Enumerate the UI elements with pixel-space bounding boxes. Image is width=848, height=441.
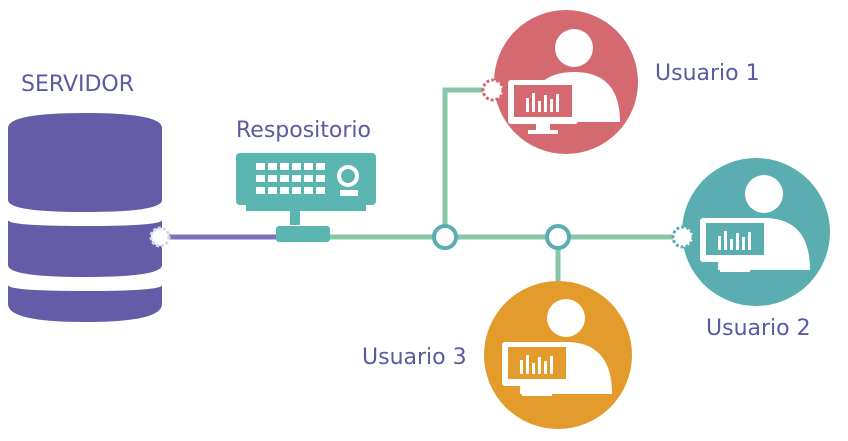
- junction-node-user3: [545, 224, 571, 250]
- server-port-node: [149, 226, 171, 248]
- user2-port-node: [671, 225, 695, 249]
- user3-avatar-icon: [484, 281, 632, 429]
- user3-label: Usuario 3: [362, 345, 467, 370]
- user1-port-node: [481, 78, 505, 102]
- server-label: SERVIDOR: [21, 72, 135, 97]
- repository-label: Respositorio: [236, 118, 371, 143]
- junction-node-user1: [432, 224, 458, 250]
- user2-label: Usuario 2: [706, 316, 811, 341]
- user1-branch-line: [442, 87, 493, 237]
- repository-device-icon: [236, 153, 376, 242]
- server-database-icon: [8, 113, 162, 322]
- user1-avatar-icon: [494, 10, 638, 154]
- user1-label: Usuario 1: [655, 61, 760, 86]
- user2-avatar-icon: [682, 158, 830, 306]
